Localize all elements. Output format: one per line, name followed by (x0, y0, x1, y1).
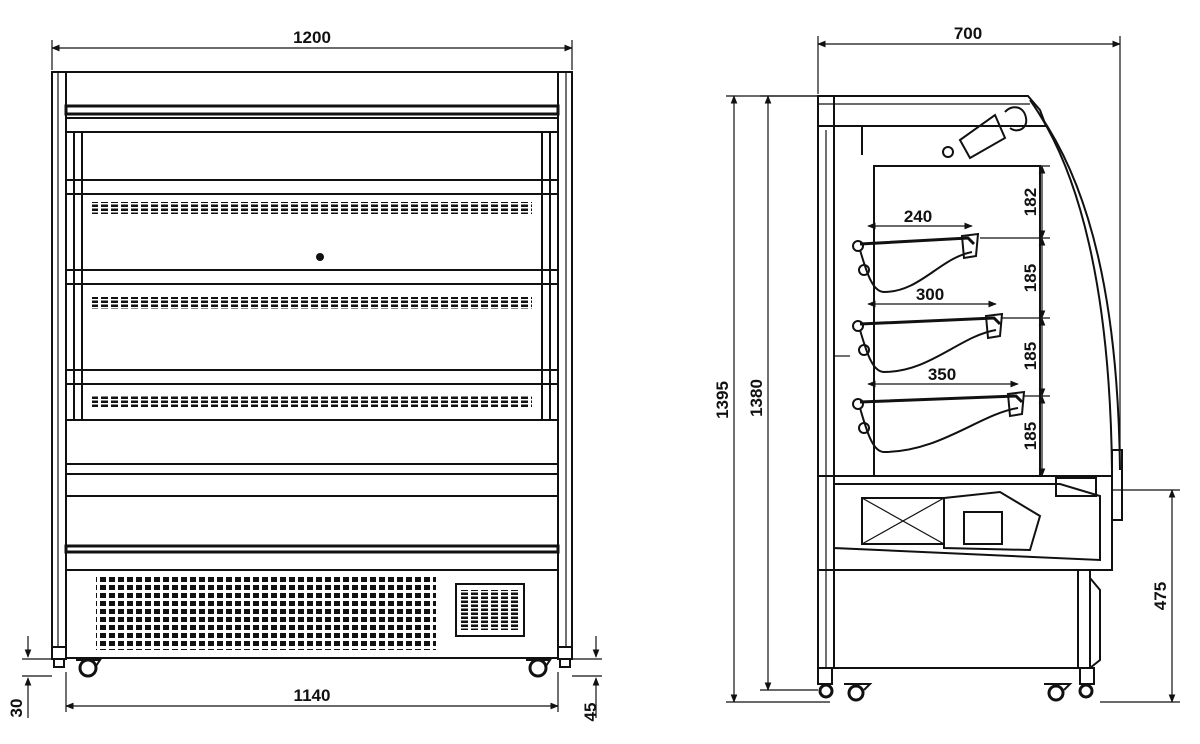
dim-inner-width: 1140 (294, 686, 331, 705)
dim-total-height: 1395 (713, 381, 732, 419)
dim-inner-height: 1380 (747, 379, 766, 417)
dim-spacing-4: 185 (1021, 422, 1040, 450)
side-caster-right (1047, 684, 1065, 702)
base-cabinet (65, 569, 559, 659)
front-grille (96, 576, 436, 650)
front-caster-right (528, 658, 548, 678)
dim-depth: 700 (954, 24, 982, 43)
left-post (51, 71, 67, 648)
control-panel (455, 583, 525, 637)
front-caster-left (78, 658, 98, 678)
dim-right-foot-height: 45 (581, 703, 600, 722)
dim-shelf-depth-2: 300 (916, 285, 944, 304)
dim-overall-width: 1200 (293, 28, 331, 47)
canopy (65, 71, 559, 107)
dim-spacing-2: 185 (1021, 264, 1040, 292)
front-panel-upper (65, 419, 559, 465)
dim-shelf-depth-1: 240 (904, 207, 932, 226)
dim-shelf-depth-3: 350 (928, 365, 956, 384)
dim-spacing-3: 185 (1021, 342, 1040, 370)
dim-spacing-1: 182 (1021, 188, 1040, 216)
side-view: 700 1395 1380 475 240 300 350 182 (713, 24, 1180, 703)
dim-foot-height: 30 (7, 699, 26, 718)
curved-glass (1029, 99, 1113, 471)
right-post (557, 71, 573, 648)
dim-base-height: 475 (1151, 582, 1170, 610)
side-caster-left (847, 684, 865, 702)
side-shelves (852, 232, 1026, 454)
front-shelves (65, 179, 559, 407)
base-deck (817, 475, 1113, 571)
front-view: 1200 1140 30 45 (7, 28, 602, 721)
top-hood (817, 95, 1048, 127)
